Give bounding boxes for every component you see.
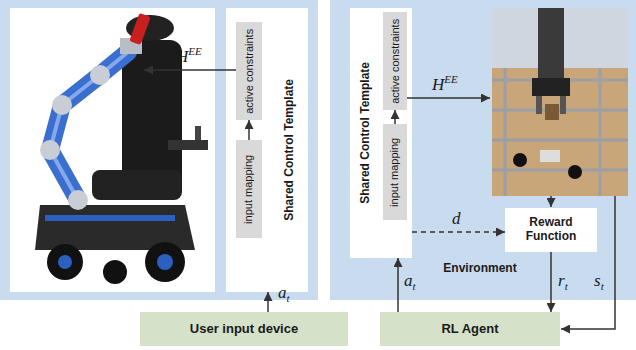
flow-arrow: [248, 120, 250, 140]
superscript: EE: [444, 73, 457, 85]
symbol: d: [452, 209, 461, 228]
box-label: active constraints: [243, 29, 256, 114]
state-arrow: [561, 196, 615, 329]
pose-arrow: [144, 69, 236, 71]
right-panel: [330, 0, 636, 300]
symbol: a: [404, 271, 413, 290]
subscript: t: [413, 280, 416, 292]
static-arrows: [144, 70, 615, 329]
edge-label: rt: [558, 272, 568, 292]
left-panel: [0, 0, 318, 300]
panel-title: Shared Control Template: [359, 62, 373, 204]
symbol: s: [594, 271, 601, 290]
symbol: r: [558, 271, 565, 290]
pose-arrow: [407, 97, 490, 99]
panel-title: Shared Control Template: [283, 79, 297, 221]
template-panel: Shared Control Template active constraint…: [226, 8, 308, 292]
template-panel: Shared Control Template input mapping acti…: [350, 8, 412, 258]
signal-label: HEE: [176, 46, 202, 65]
symbol: H: [176, 47, 188, 66]
superscript: EE: [188, 45, 201, 57]
box-label: RL Agent: [441, 322, 498, 337]
subscript: t: [565, 280, 568, 292]
flow-arrow: [267, 292, 269, 312]
flow-arrow: [550, 252, 552, 312]
wheelchair-robot-photo: [10, 8, 215, 292]
flow-arrow: [394, 110, 396, 124]
box-label: User input device: [190, 322, 298, 337]
region-label: Environment: [443, 262, 516, 276]
process-box: input mapping: [236, 140, 262, 238]
symbol: H: [432, 75, 444, 94]
subscript: t: [601, 280, 604, 292]
edge-label: at: [404, 272, 416, 292]
box-label: active constraints: [389, 19, 402, 104]
process-box: active constraints: [236, 22, 262, 120]
signal-label: HEE: [432, 74, 458, 93]
box-label: Reward Function: [509, 216, 593, 244]
edge-label: d: [452, 210, 461, 227]
box-label: input mapping: [243, 154, 256, 223]
lab-robot-photo: [492, 8, 628, 196]
environment-region: Environment Shared Control Template input …: [330, 0, 636, 300]
box-label: input mapping: [389, 137, 402, 206]
process-box: active constraints: [383, 12, 407, 110]
state-arrow: [550, 196, 552, 207]
agent-box: RL Agent: [380, 312, 560, 346]
edge-label: at: [278, 284, 290, 304]
signal-label: st: [594, 272, 604, 292]
input-box: User input device: [140, 312, 348, 346]
subscript: t: [287, 292, 290, 304]
dashed-arrow: [412, 231, 505, 233]
flow-arrow: [397, 258, 399, 312]
reward-box: Reward Function: [505, 208, 597, 252]
process-box: input mapping: [383, 124, 407, 220]
symbol: a: [278, 283, 287, 302]
